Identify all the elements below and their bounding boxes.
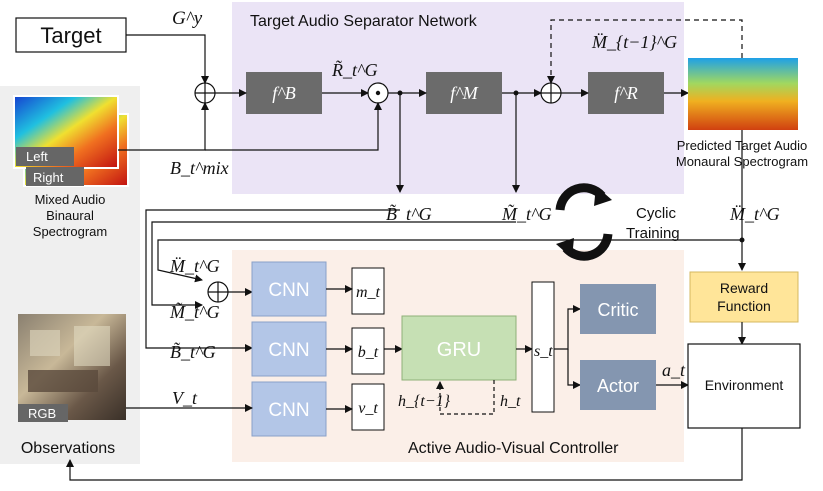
m-ddot-input-label: M̈_t^G xyxy=(169,256,220,276)
predicted-spectrogram xyxy=(688,58,798,130)
state-box xyxy=(531,281,555,413)
separator-title: Target Audio Separator Network xyxy=(250,13,478,30)
feedback-loop xyxy=(547,19,743,84)
m-ddot-right-label: M̈_t^G xyxy=(729,204,780,224)
block-fm-label: f^M xyxy=(450,83,479,103)
critic-block xyxy=(580,284,656,334)
gru-label: GRU xyxy=(437,339,481,361)
critic-label: Critic xyxy=(598,300,639,320)
controller-title: Active Audio-Visual Controller xyxy=(408,440,619,457)
cyclic-training-icon xyxy=(555,183,613,261)
environment-box xyxy=(687,343,801,429)
h-prev-label: h_{t−1} xyxy=(398,393,451,410)
reward-label-1: Reward xyxy=(720,280,768,296)
target-label: Target xyxy=(40,23,101,48)
state-label: s_t xyxy=(534,343,553,360)
cyclic-label-2: Training xyxy=(626,225,680,242)
cnn-1 xyxy=(251,261,327,317)
right-tag-label: Right xyxy=(33,170,64,185)
actor-label: Actor xyxy=(597,376,639,396)
feature-b xyxy=(351,327,385,375)
feature-b-label: b_t xyxy=(358,344,379,361)
block-fb-label: f^B xyxy=(272,83,296,103)
cnn-2 xyxy=(251,321,327,377)
block-fr-label: f^R xyxy=(614,83,638,103)
cyclic-label-1: Cyclic xyxy=(636,205,676,222)
gru-recurrence xyxy=(436,380,495,415)
observations-label: Observations xyxy=(21,440,115,457)
cnn-3 xyxy=(251,381,327,437)
cnn-1-label: CNN xyxy=(268,280,309,301)
m-tilde-input-label: M̃_t^G xyxy=(169,302,220,322)
actor-block xyxy=(580,360,656,410)
reward-box xyxy=(689,271,799,323)
target-to-sum xyxy=(126,34,209,84)
block-fm xyxy=(426,72,502,114)
v-label: V_t xyxy=(172,388,198,408)
mixed-caption-1: Mixed Audio xyxy=(35,192,106,207)
reward-label-2: Function xyxy=(717,298,771,314)
env-feedback xyxy=(66,428,743,481)
left-tag xyxy=(16,147,74,166)
cnn-3-label: CNN xyxy=(268,400,309,421)
m-prev-label: M̈_{t−1}^G xyxy=(591,32,677,52)
r-tilde-label: R̃_t^G xyxy=(331,60,378,80)
target-embedding-label: G^y xyxy=(172,8,203,29)
cnn-2-label: CNN xyxy=(268,340,309,361)
mixed-caption-2: Binaural xyxy=(46,208,94,223)
m-tilde-top-label: M̃_t^G xyxy=(501,204,552,224)
block-fr xyxy=(588,72,664,114)
h-label: h_t xyxy=(500,393,521,410)
right-tag xyxy=(26,167,84,186)
action-label: a_t xyxy=(662,360,686,380)
mix-to-multiply xyxy=(205,102,382,151)
left-tag-label: Left xyxy=(26,149,48,164)
feature-m-label: m_t xyxy=(356,284,381,301)
mixed-caption-3: Spectrogram xyxy=(33,224,107,239)
gru-block xyxy=(401,315,517,381)
environment-label: Environment xyxy=(705,377,784,393)
feature-v xyxy=(351,383,385,431)
b-tilde-input-label: B̃_t^G xyxy=(170,342,216,362)
feature-m xyxy=(351,267,385,315)
block-fb xyxy=(246,72,322,114)
rgb-tag-label: RGB xyxy=(28,406,56,421)
rgb-tag xyxy=(18,404,68,422)
feature-v-label: v_t xyxy=(358,400,378,417)
b-tilde-top-label: B̃_t^G xyxy=(386,204,432,224)
b-mix-label: B_t^mix xyxy=(170,158,229,178)
